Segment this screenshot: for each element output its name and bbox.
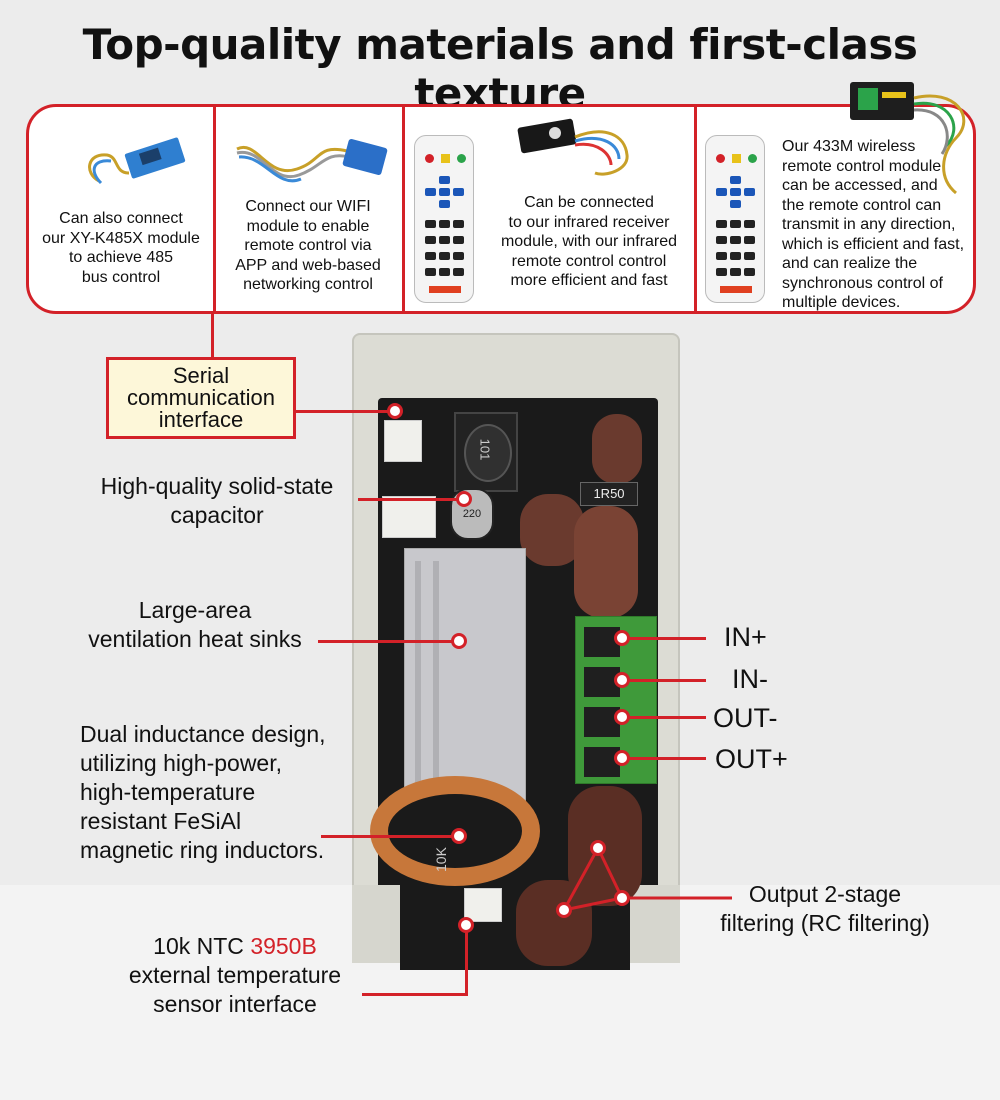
capacitor-marker — [456, 491, 472, 507]
filter-marker — [590, 840, 606, 856]
ntc-label-prefix: 10k NTC — [153, 933, 251, 959]
inductor-label: Dual inductance design,utilizing high-po… — [80, 721, 326, 863]
panel-divider — [402, 107, 405, 311]
port-label-in-plus: IN+ — [724, 622, 767, 652]
ntc-board-mark: 10K — [433, 847, 449, 872]
shunt-resistor: 1R50 — [580, 482, 638, 506]
port-label-out-plus: OUT+ — [715, 744, 788, 774]
electrolytic-capacitor — [520, 494, 584, 566]
inductor-leader-line — [321, 835, 454, 838]
heatsink-marker — [451, 633, 467, 649]
filter-marker — [556, 902, 572, 918]
rf433-module-image — [850, 82, 966, 195]
serial-leader-line — [296, 410, 396, 413]
ntc-marker — [458, 917, 474, 933]
heatsink-leader-line — [318, 640, 454, 643]
capacitor-leader-line — [358, 498, 463, 501]
page-title: Top-quality materials and first-class te… — [82, 20, 918, 118]
ntc-leader-horizontal — [362, 993, 468, 996]
in-plus-marker — [614, 630, 630, 646]
ntc-model-highlight: 3950B — [250, 933, 317, 959]
electrolytic-capacitor — [592, 414, 642, 484]
electrolytic-capacitor — [574, 506, 638, 618]
serial-marker — [387, 403, 403, 419]
power-inductor: 101 — [454, 412, 518, 492]
filter-leader-lines — [562, 847, 732, 912]
ntc-leader-vertical — [465, 930, 468, 996]
heat-sink — [404, 548, 526, 814]
ir-remote-image — [414, 135, 474, 303]
ir-receiver-image — [517, 118, 629, 176]
serial-connector-line — [211, 314, 214, 358]
filter-marker — [614, 890, 630, 906]
serial-port-connector — [384, 420, 422, 462]
ntc-connector — [464, 888, 502, 922]
out-minus-marker — [614, 709, 630, 725]
inductor-marker — [451, 828, 467, 844]
panel-divider — [694, 107, 697, 311]
rs485-module-image — [88, 137, 186, 185]
white-connector — [382, 496, 436, 538]
out-plus-line — [624, 757, 706, 760]
in-minus-marker — [614, 672, 630, 688]
panel-divider — [213, 107, 216, 311]
port-label-in-minus: IN- — [732, 664, 768, 694]
out-plus-marker — [614, 750, 630, 766]
output-capacitor — [516, 880, 592, 966]
rf433-remote-image — [705, 135, 765, 303]
port-label-out-minus: OUT- — [713, 703, 778, 733]
in-plus-line — [624, 637, 706, 640]
in-minus-line — [624, 679, 706, 682]
out-minus-line — [624, 716, 706, 719]
wifi-module-image — [236, 138, 388, 183]
